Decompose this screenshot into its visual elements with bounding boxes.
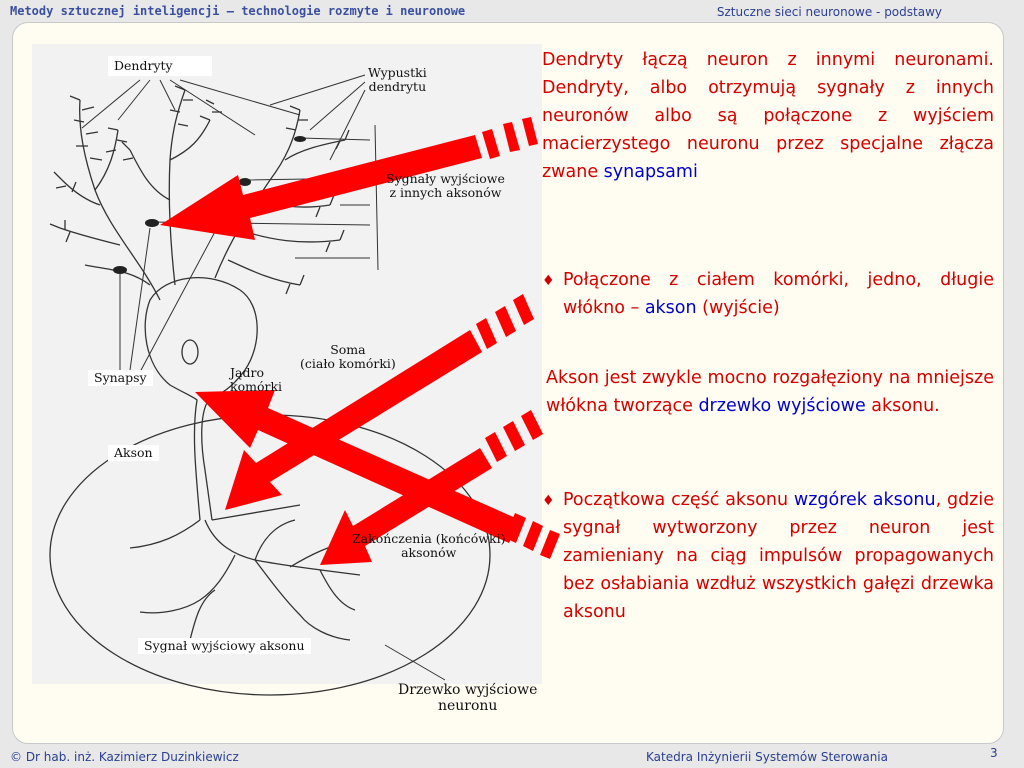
text-block-akson: Połączone z ciałem komórki, jedno, długi… xyxy=(563,270,994,318)
arrow-to-axon-hillock xyxy=(195,390,560,559)
slide-topic: Sztuczne sieci neuronowe - podstawy xyxy=(716,5,942,19)
dendrite-spines xyxy=(49,85,350,295)
figure-bracket xyxy=(374,124,379,271)
dendryty-pointer-lines xyxy=(81,79,301,136)
text-block-drzewko: Akson jest zwykle mocno rozgałęziony na … xyxy=(546,368,994,416)
term-akson: akson xyxy=(644,298,697,318)
drzewko-pointer-line xyxy=(384,644,446,681)
label-dendryty: Dendryty xyxy=(108,56,212,77)
label-akson: Akson xyxy=(108,445,159,462)
footer-department: Katedra Inżynierii Systemów Sterowania xyxy=(646,750,888,764)
label-synapsy: Synapsy xyxy=(88,370,153,387)
axon-tree xyxy=(129,504,361,641)
text-block-wzgorek: Początkowa część aksonu wzgórek aksonu, … xyxy=(563,490,994,622)
bullet-icon: ♦ xyxy=(542,273,555,289)
label-sygnaly-wyjsciowe: Sygnały wyjściowe z innych aksonów xyxy=(386,171,505,201)
arrow-to-dendrites xyxy=(160,117,538,240)
synapse-blobs xyxy=(113,136,306,274)
dendrite-left xyxy=(59,99,161,301)
arrow-to-axon xyxy=(225,294,534,510)
term-drzewko-wyjsciowe: drzewko wyjściowe xyxy=(698,396,866,416)
dendrite-center xyxy=(129,89,211,286)
red-arrows xyxy=(160,117,560,565)
label-soma: Soma (ciało komórki) xyxy=(300,342,396,372)
label-zakonczenia-aksonow: Zakończenia (końcówki) aksonów xyxy=(352,531,506,561)
term-synapsami: synapsami xyxy=(603,162,698,182)
label-sygnal-wyjsciowy-aksonu: Sygnał wyjściowy aksonu xyxy=(138,638,311,655)
arrow-to-axon-tree xyxy=(320,410,543,565)
cell-nucleus xyxy=(181,339,199,365)
course-title: Metody sztucznej inteligencji – technolo… xyxy=(10,4,466,18)
footer-author: © Dr hab. inż. Kazimierz Duzinkiewicz xyxy=(10,750,239,764)
text-block-dendryty: Dendryty łączą neuron z innymi neuronami… xyxy=(542,50,994,182)
page-number: 3 xyxy=(990,746,998,760)
wypustki-pointer-lines xyxy=(269,74,366,161)
bullet-icon: ♦ xyxy=(542,493,555,509)
label-jadro-komorki: Jądro komórki xyxy=(230,365,283,395)
soma-body xyxy=(144,277,258,521)
term-wzgorek-aksonu: wzgórek aksonu xyxy=(793,490,936,510)
label-wypustki-dendrytu: Wypustki dendrytu xyxy=(368,65,427,95)
label-drzewko-wyjsciowe: Drzewko wyjściowe neuronu xyxy=(398,682,538,715)
